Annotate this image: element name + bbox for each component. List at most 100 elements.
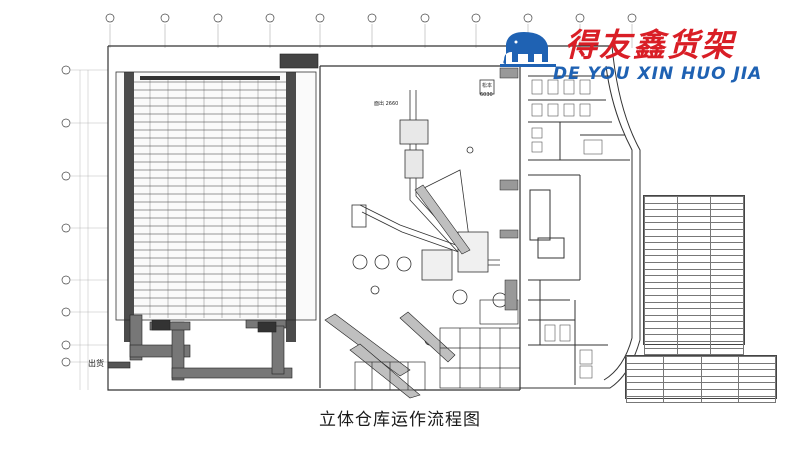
- table-row: [644, 294, 744, 303]
- table-cell: [700, 362, 739, 371]
- table-cell: [677, 288, 711, 296]
- table-row: [625, 388, 777, 397]
- table-cell: [677, 308, 711, 316]
- table-cell: [625, 369, 665, 377]
- table-row: [644, 268, 744, 277]
- table-cell: [644, 275, 678, 283]
- table-cell: [644, 341, 678, 349]
- table-cell: [677, 314, 711, 323]
- table-cell: [644, 314, 678, 323]
- table-cell: [644, 196, 678, 204]
- table-cell: [700, 395, 739, 404]
- equipment-spec-table: [643, 195, 745, 369]
- row-grid-bubbles: [61, 65, 71, 367]
- table-cell: [663, 362, 702, 371]
- table-cell: [710, 314, 744, 323]
- table-cell: [737, 382, 777, 390]
- table-cell: [663, 388, 702, 397]
- table-cell: [677, 268, 711, 277]
- table-cell: [625, 356, 665, 364]
- table-cell: [644, 202, 678, 211]
- table-cell: [644, 215, 678, 224]
- table-row: [644, 248, 744, 257]
- table-cell: [677, 275, 711, 283]
- table-cell: [677, 347, 711, 356]
- table-cell: [737, 395, 777, 404]
- table-cell: [677, 196, 711, 204]
- table-row: [644, 222, 744, 230]
- table-cell: [644, 308, 678, 316]
- table-cell: [644, 301, 678, 310]
- table-row: [625, 356, 777, 364]
- table-cell: [644, 228, 678, 237]
- right-conveyors: [499, 67, 519, 311]
- table-cell: [677, 294, 711, 303]
- column-grid-bubbles: [105, 13, 637, 23]
- table-row: [625, 382, 777, 390]
- table-cell: [677, 209, 711, 217]
- table-cell: [625, 382, 665, 390]
- table-cell: [677, 222, 711, 230]
- table-cell: [644, 281, 678, 290]
- table-cell: [710, 347, 744, 356]
- process-equipment: [351, 79, 508, 346]
- table-row: [644, 275, 744, 283]
- table-row: [644, 347, 744, 356]
- table-cell: [625, 375, 665, 384]
- table-row: [644, 327, 744, 336]
- table-cell: [700, 356, 739, 364]
- table-cell: [710, 268, 744, 277]
- table-row: [644, 196, 744, 204]
- table-cell: [737, 369, 777, 377]
- crane-maintenance-unit: [279, 53, 319, 69]
- table-row: [625, 369, 777, 377]
- table-cell: [625, 362, 665, 371]
- table-cell: [644, 255, 678, 263]
- table-cell: [710, 321, 744, 329]
- table-cell: [625, 388, 665, 397]
- table-cell: [710, 327, 744, 336]
- table-cell: [644, 321, 678, 329]
- table-cell: [677, 228, 711, 237]
- exit-label: 出货: [88, 359, 104, 368]
- table-row: [644, 261, 744, 270]
- table-cell: [677, 334, 711, 343]
- table-cell: [710, 294, 744, 303]
- table-cell: [677, 242, 711, 250]
- table-cell: [663, 382, 702, 390]
- table-cell: [710, 235, 744, 244]
- table-cell: [710, 222, 744, 230]
- table-cell: [710, 196, 744, 204]
- table-cell: [700, 369, 739, 377]
- table-cell: [700, 382, 739, 390]
- table-cell: [644, 327, 678, 336]
- table-cell: [644, 288, 678, 296]
- table-row: [625, 362, 777, 371]
- table-cell: [644, 222, 678, 230]
- table-row: [644, 228, 744, 237]
- table-cell: [710, 248, 744, 257]
- table-row: [644, 242, 744, 250]
- table-cell: [710, 261, 744, 270]
- table-cell: [644, 242, 678, 250]
- table-cell: [710, 215, 744, 224]
- table-cell: [677, 255, 711, 263]
- table-cell: [644, 235, 678, 244]
- table-cell: [644, 261, 678, 270]
- diagonal-conveyors: [324, 184, 471, 399]
- table-row: [644, 334, 744, 343]
- table-cell: [737, 375, 777, 384]
- rack-storage-block: [115, 71, 317, 342]
- table-cell: [737, 362, 777, 371]
- table-cell: [710, 281, 744, 290]
- table-cell: [710, 308, 744, 316]
- table-row: [625, 395, 777, 404]
- table-cell: [710, 334, 744, 343]
- table-cell: [677, 321, 711, 329]
- brand-name-cn: 得友鑫货架: [565, 26, 736, 64]
- elephant-logo-icon: [500, 32, 556, 67]
- brand-name-en: DE YOU XIN HUO JIA: [553, 64, 763, 84]
- table-cell: [710, 288, 744, 296]
- table-row: [644, 281, 744, 290]
- table-cell: [644, 248, 678, 257]
